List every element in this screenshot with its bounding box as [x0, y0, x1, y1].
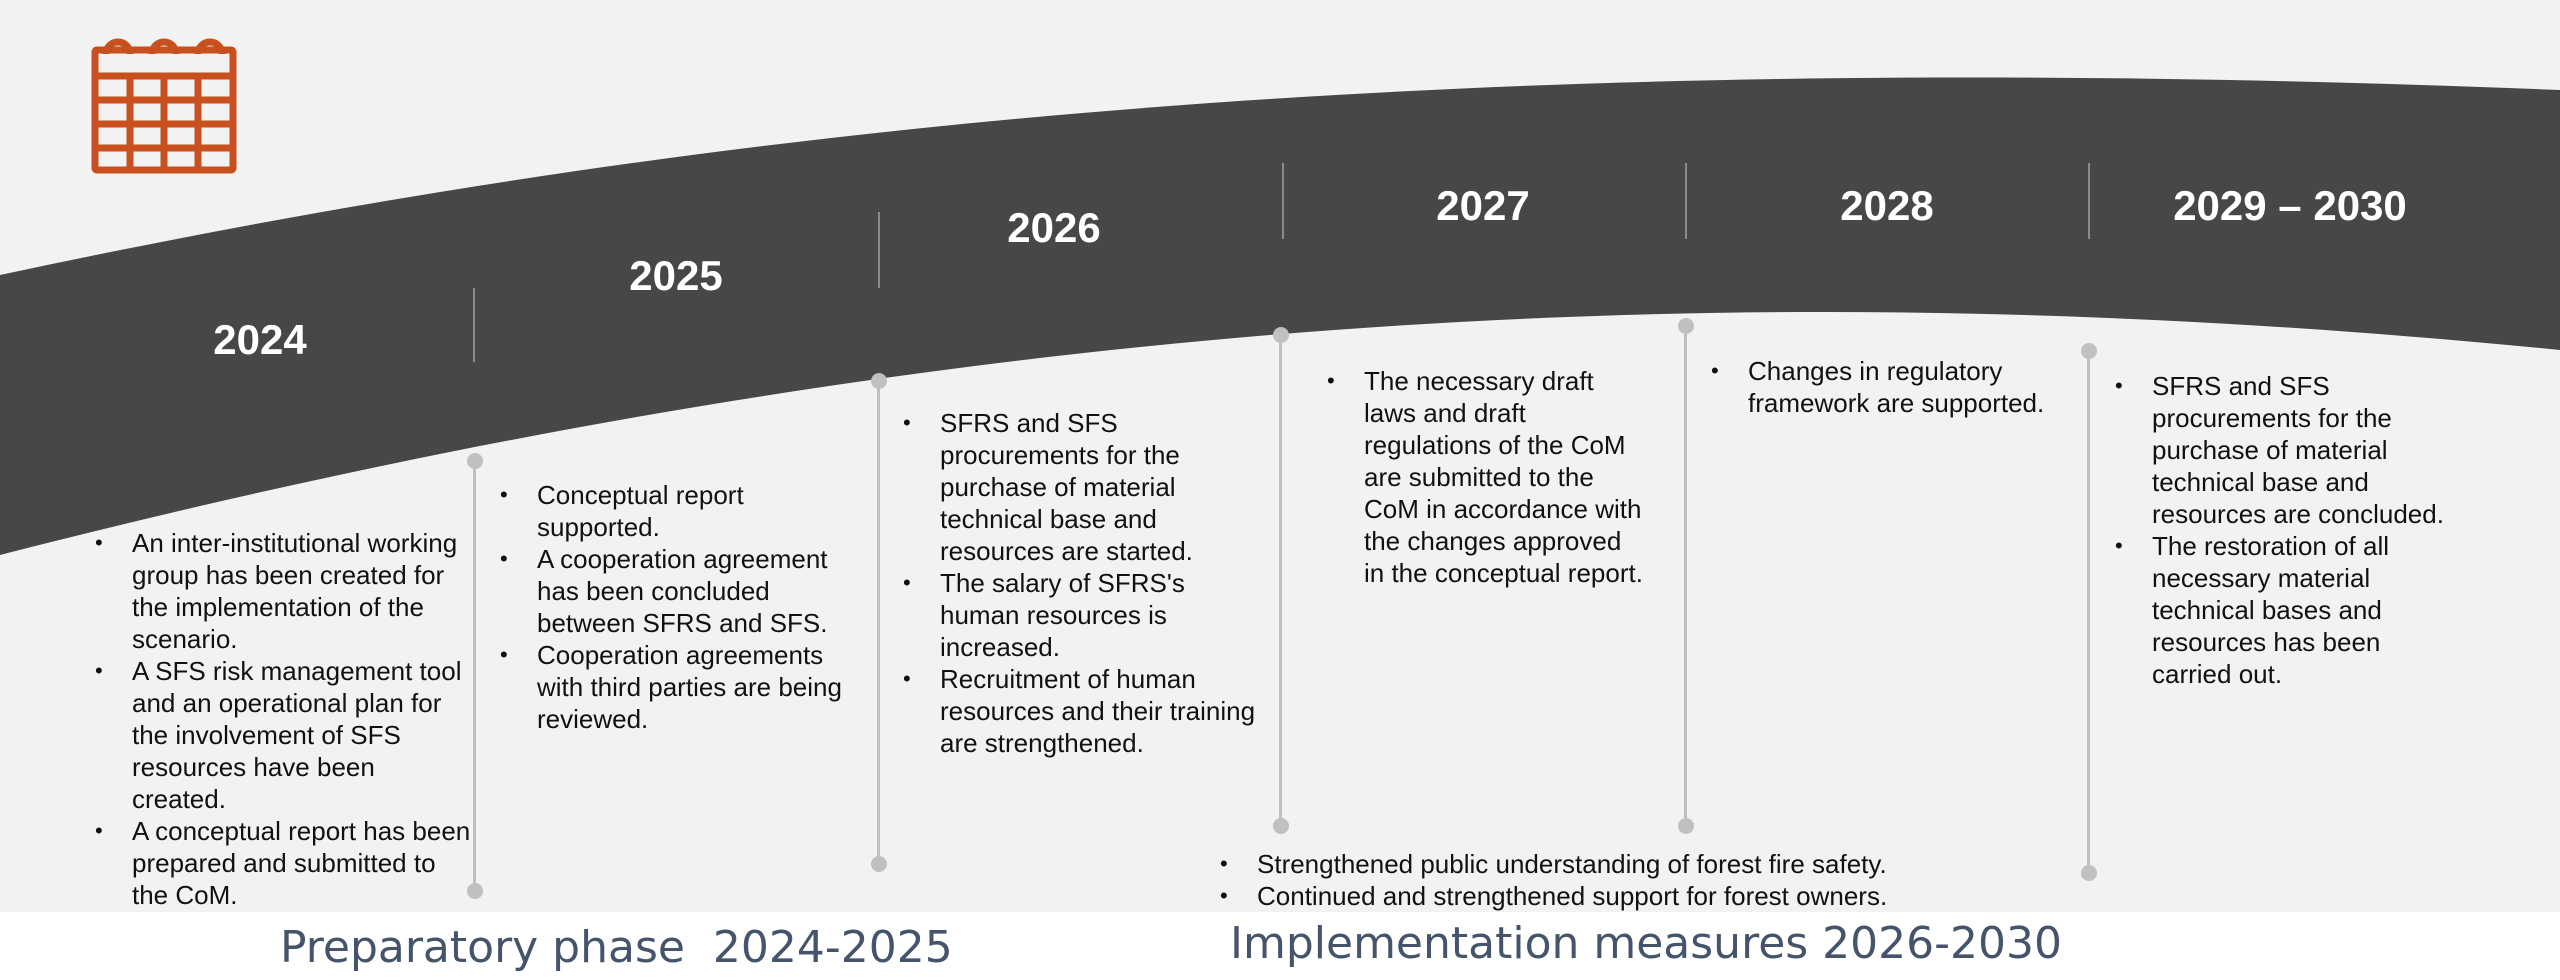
year-label: 2026	[1007, 204, 1101, 251]
connector-dot	[871, 373, 887, 389]
year-separator	[473, 288, 475, 362]
list-item: A conceptual report has been prepared an…	[95, 815, 475, 911]
connector-dot	[1273, 818, 1289, 834]
connector-dot	[1678, 818, 1694, 834]
connector-dot	[871, 856, 887, 872]
timeline-connector	[1684, 326, 1687, 826]
milestones-2025: Conceptual report supported. A cooperati…	[500, 479, 860, 735]
connector-dot	[467, 453, 483, 469]
list-item: SFRS and SFS procurements for the purcha…	[903, 407, 1258, 567]
list-item: Continued and strengthened support for f…	[1220, 880, 1980, 912]
milestones-2028: Changes in regulatory framework are supp…	[1711, 355, 2071, 419]
year-label: 2027	[1436, 182, 1530, 229]
year-label: 2029 – 2030	[2173, 182, 2407, 229]
list-item: The necessary draft laws and draft regul…	[1327, 365, 1647, 589]
timeline-connector	[1279, 335, 1282, 826]
timeline-connector	[2087, 351, 2090, 873]
list-item: The restoration of all necessary materia…	[2115, 530, 2460, 690]
connector-dot	[1273, 327, 1289, 343]
milestones-2027: The necessary draft laws and draft regul…	[1327, 365, 1647, 589]
list-item: Strengthened public understanding of for…	[1220, 848, 1980, 880]
year-label: 2024	[213, 316, 307, 363]
timeline-canvas: 2024 2025 2026 2027 2028 2029 – 2030 An …	[0, 0, 2560, 912]
shared-milestones: Strengthened public understanding of for…	[1220, 848, 1980, 912]
list-item: Cooperation agreements with third partie…	[500, 639, 860, 735]
timeline-band	[0, 77, 2560, 555]
list-item: Recruitment of human resources and their…	[903, 663, 1258, 759]
year-label: 2025	[629, 252, 723, 299]
connector-dot	[2081, 343, 2097, 359]
list-item: The salary of SFRS's human resources is …	[903, 567, 1258, 663]
list-item: An inter-institutional working group has…	[95, 527, 475, 655]
year-separator	[1685, 163, 1687, 239]
implementation-phase-label: Implementation measures 2026-2030	[1230, 918, 2063, 969]
year-label: 2028	[1840, 182, 1934, 229]
connector-dot	[2081, 865, 2097, 881]
timeline-connector	[877, 381, 880, 864]
preparatory-phase-label: Preparatory phase 2024-2025	[280, 922, 953, 973]
year-separator	[878, 212, 880, 288]
calendar-icon	[91, 38, 237, 174]
list-item: Conceptual report supported.	[500, 479, 860, 543]
year-separator	[2088, 163, 2090, 239]
list-item: A cooperation agreement has been conclud…	[500, 543, 860, 639]
list-item: SFRS and SFS procurements for the purcha…	[2115, 370, 2460, 530]
list-item: Changes in regulatory framework are supp…	[1711, 355, 2071, 419]
milestones-2029-2030: SFRS and SFS procurements for the purcha…	[2115, 370, 2460, 690]
year-separator	[1282, 163, 1284, 239]
connector-dot	[1678, 318, 1694, 334]
milestones-2026: SFRS and SFS procurements for the purcha…	[903, 407, 1258, 759]
list-item: A SFS risk management tool and an operat…	[95, 655, 475, 815]
milestones-2024: An inter-institutional working group has…	[95, 527, 475, 911]
